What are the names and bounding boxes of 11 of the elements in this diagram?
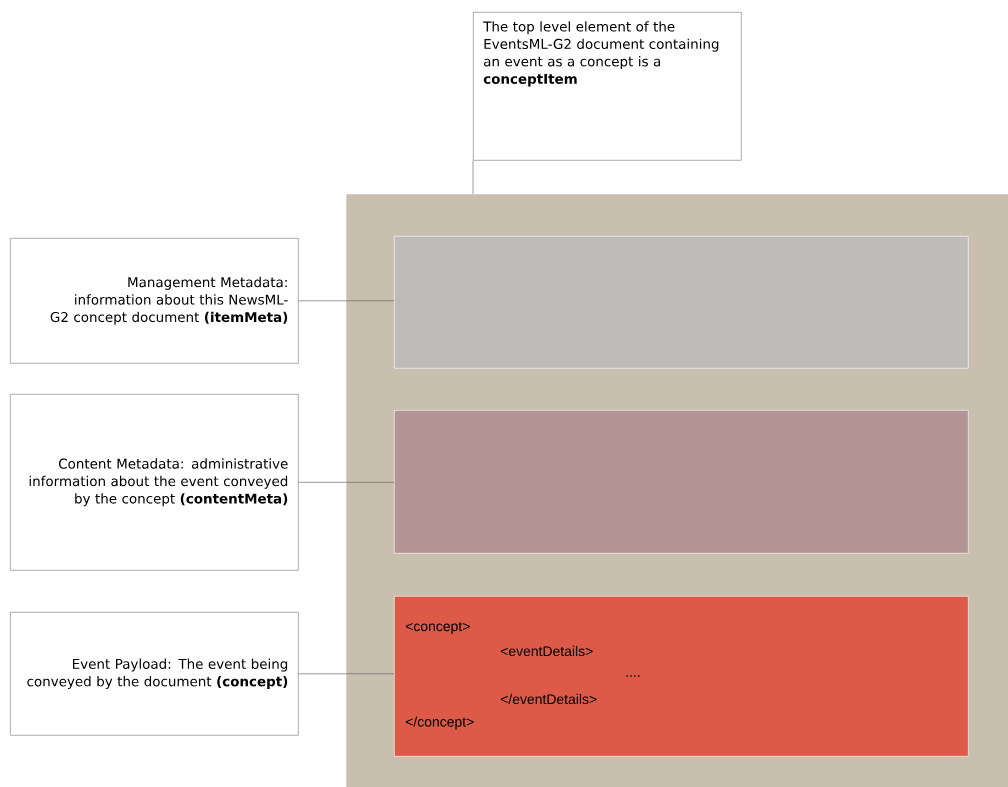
payload-box: <concept> <eventDetails> .... </eventDetails> </concept> <box>394 596 969 757</box>
leader-line <box>298 673 395 675</box>
callout-box: Content Metadata: administrative information about the event conveyed by the concept (contentMeta) <box>10 394 299 571</box>
section-box <box>394 410 969 554</box>
section-box <box>394 236 969 369</box>
leader-line <box>298 300 395 302</box>
leader-line <box>298 482 395 483</box>
callout-box: Event Payload: The event being conveyed by the document (concept) <box>10 612 299 736</box>
leader-line <box>472 160 474 195</box>
callout-box: The top level element of the EventsML-G2 document containing an event as a concept is a conceptItem <box>473 12 742 161</box>
callout-box: Management Metadata: information about this NewsML-G2 concept document (itemMeta) <box>10 238 299 364</box>
